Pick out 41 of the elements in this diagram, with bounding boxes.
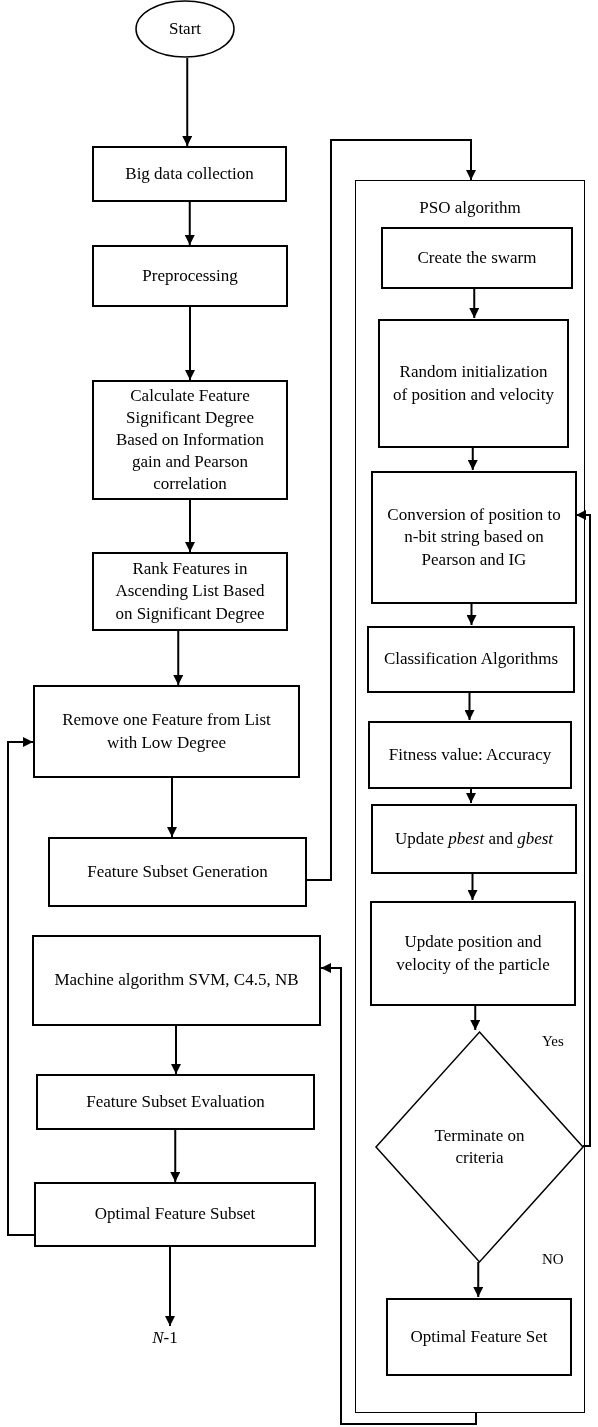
arrow [473,1261,484,1298]
arrow [184,201,195,246]
process-box: Fitness value: Accuracy [368,721,572,789]
process-box: Preprocessing [92,245,288,307]
arrow [182,57,193,147]
process-box: Machine algorithm SVM, C4.5, NB [32,935,321,1026]
arrow [320,963,477,1425]
arrow [469,287,480,319]
arrow [466,602,477,626]
arrow [467,446,478,471]
arrow [7,737,35,1236]
arrow [467,872,478,901]
arrow [167,777,177,838]
process-box: Classification Algorithms [367,626,575,693]
arrow [185,306,195,381]
arrow [171,1025,181,1075]
arrow [170,1129,181,1183]
process-box: Conversion of position to n-bit string based on Pearson and IG [371,471,577,604]
process-box: Remove one Feature from List with Low Degree [33,685,300,778]
arrow [466,787,476,804]
process-box: Calculate Feature Significant Degree Based on Information gain and Pearson correlation [92,380,288,500]
process-box: Rank Features in Ascending List Based on Significant Degree [92,552,288,631]
process-box: Create the swarm [381,227,573,289]
arrow [464,691,475,721]
process-box: Big data collection [92,146,287,202]
arrow [165,1246,175,1327]
process-box: Feature Subset Generation [48,837,307,907]
process-box: Update pbest and gbest [371,804,577,874]
arrow [185,499,195,553]
start-terminal: Start [135,0,235,58]
arrow [575,510,591,1147]
arrow [173,630,184,686]
arrow [470,1004,481,1031]
process-box: Optimal Feature Set [386,1298,572,1376]
container-title: PSO algorithm [419,197,521,219]
arrow [306,139,476,881]
process-box: Random initialization of position and velocity [378,319,569,448]
loop-count-label: N-1 [140,1326,190,1350]
process-box: Update position and velocity of the particle [370,901,576,1006]
process-box: Feature Subset Evaluation [36,1074,315,1130]
process-box: Optimal Feature Subset [34,1182,316,1247]
